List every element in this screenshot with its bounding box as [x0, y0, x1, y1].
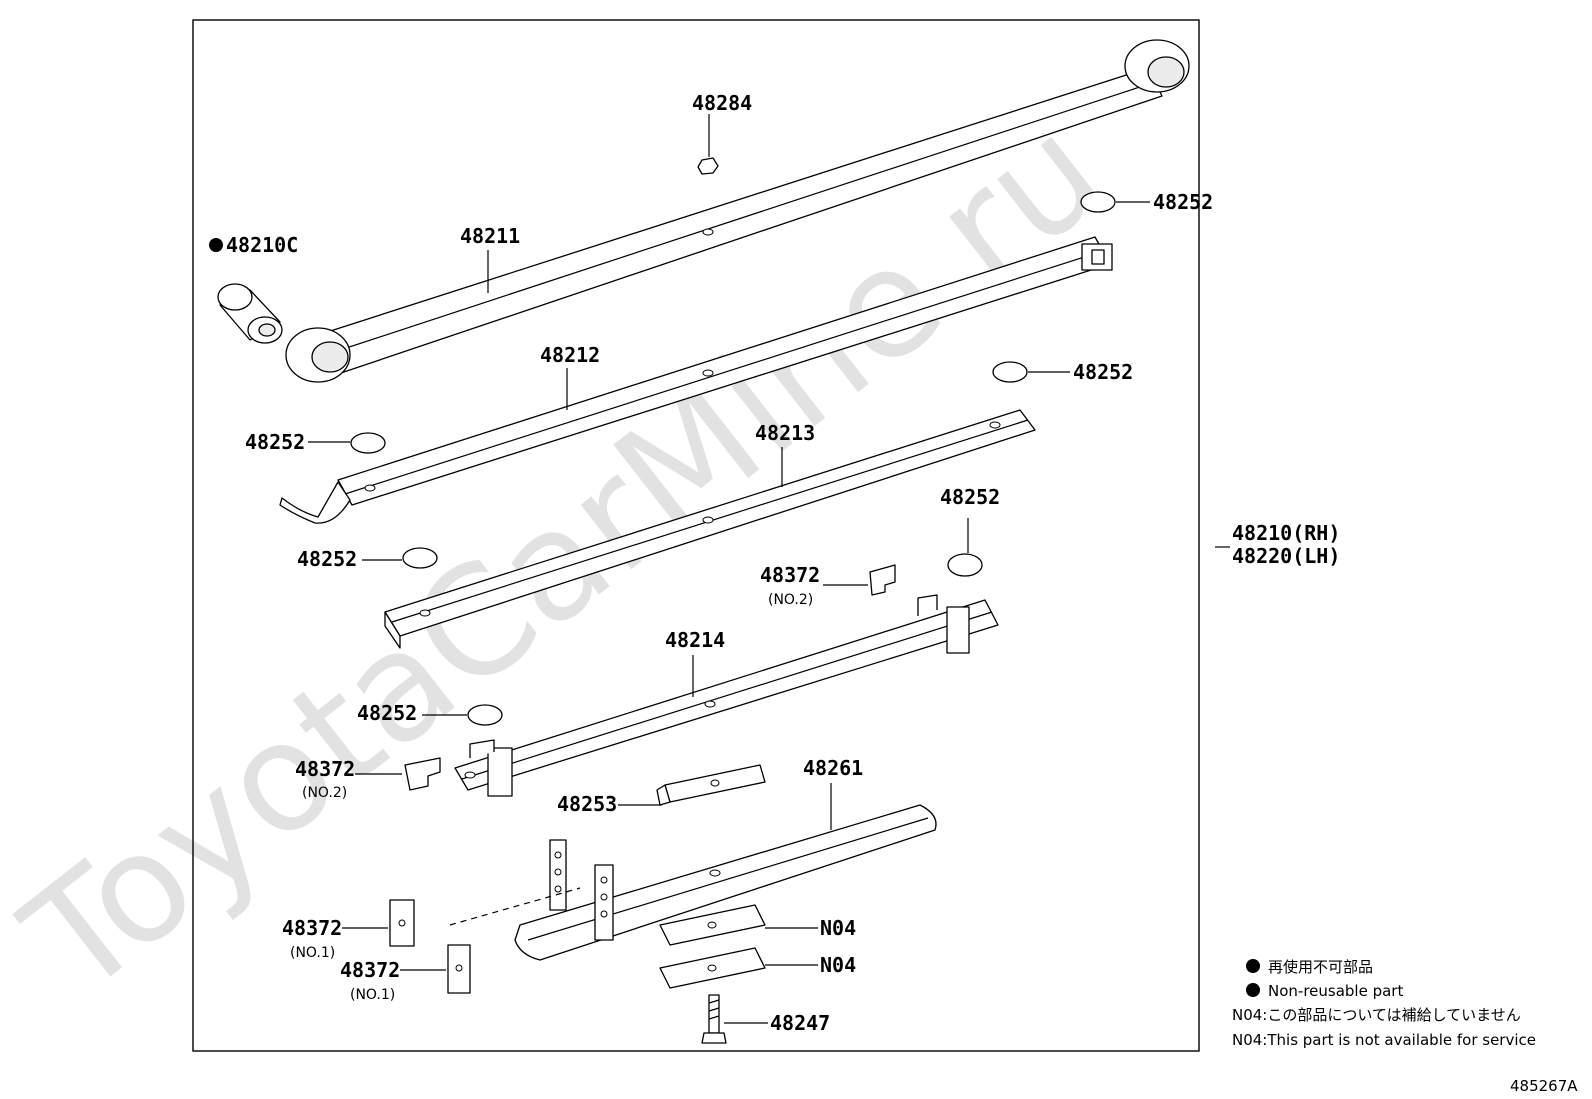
leaf-48213[interactable] [384, 409, 1036, 649]
label-48372-no2-b-sub: (NO.2) [302, 785, 347, 801]
bushing-48210c[interactable] [217, 283, 283, 344]
button-48252-b[interactable] [308, 432, 386, 454]
button-48252-c[interactable] [992, 361, 1070, 383]
label-48372-no1-a: 48372 [282, 916, 342, 940]
plate-48253[interactable] [656, 764, 766, 806]
clip-48372-no2-b[interactable] [355, 757, 441, 791]
label-48372-no1-a-sub: (NO.1) [290, 945, 335, 961]
diagram-code: 485267A [1510, 1077, 1578, 1095]
legend-dot-jp [1246, 959, 1260, 973]
label-48252-d: 48252 [297, 547, 357, 571]
label-48252-b: 48252 [245, 430, 305, 454]
assembly-lh: 48220(LH) [1232, 544, 1340, 568]
label-48214: 48214 [665, 628, 725, 652]
label-48211: 48211 [460, 224, 520, 248]
legend-non-reusable-en: Non-reusable part [1268, 982, 1403, 1000]
button-48252-a[interactable] [1080, 191, 1150, 213]
legend-n04-jp: N04:この部品については補給していません [1232, 1006, 1521, 1024]
nut-48284[interactable] [697, 114, 719, 175]
label-48372-no2-b: 48372 [295, 757, 355, 781]
label-48252-a: 48252 [1153, 190, 1213, 214]
non-reusable-marker [209, 238, 223, 252]
label-48252-f: 48252 [357, 701, 417, 725]
legend-non-reusable-jp: 再使用不可部品 [1268, 958, 1373, 976]
clip-bracket-left[interactable] [549, 839, 567, 911]
label-48253: 48253 [557, 792, 617, 816]
bolt-48247[interactable] [701, 994, 727, 1044]
clip-48372-no1-b[interactable] [400, 944, 471, 994]
plate-n04-lower[interactable] [659, 947, 766, 989]
clip-48372-no1-a[interactable] [342, 899, 415, 947]
label-n04-upper: N04 [820, 916, 856, 940]
label-n04-lower: N04 [820, 953, 856, 977]
diagram-frame [192, 19, 1200, 1052]
label-48372-no1-b: 48372 [340, 958, 400, 982]
label-48372-no1-b-sub: (NO.1) [350, 987, 395, 1003]
leaf-48212[interactable] [279, 236, 1113, 524]
button-48252-f[interactable] [422, 704, 503, 726]
legend-dot-en [1246, 983, 1260, 997]
label-48372-no2-a: 48372 [760, 563, 820, 587]
label-48372-no2-a-sub: (NO.2) [768, 592, 813, 608]
clip-48372-no2-a[interactable] [823, 564, 896, 596]
plate-n04-upper[interactable] [659, 904, 766, 946]
button-48252-d[interactable] [362, 547, 438, 569]
button-48252-e[interactable] [947, 518, 983, 577]
assembly-rh: 48210(RH) [1232, 521, 1340, 545]
label-48247: 48247 [770, 1011, 830, 1035]
label-48261: 48261 [803, 756, 863, 780]
label-48252-c: 48252 [1073, 360, 1133, 384]
label-48252-e: 48252 [940, 485, 1000, 509]
leaf-48214[interactable] [454, 594, 999, 797]
label-48213: 48213 [755, 421, 815, 445]
label-48210c: 48210C [226, 233, 298, 257]
label-48284: 48284 [692, 91, 752, 115]
legend-n04-en: N04:This part is not available for servi… [1232, 1031, 1536, 1049]
leaf-48211[interactable] [285, 39, 1190, 383]
clip-bracket-right[interactable] [594, 864, 614, 941]
leaf-48261[interactable] [514, 804, 937, 961]
label-48212: 48212 [540, 343, 600, 367]
